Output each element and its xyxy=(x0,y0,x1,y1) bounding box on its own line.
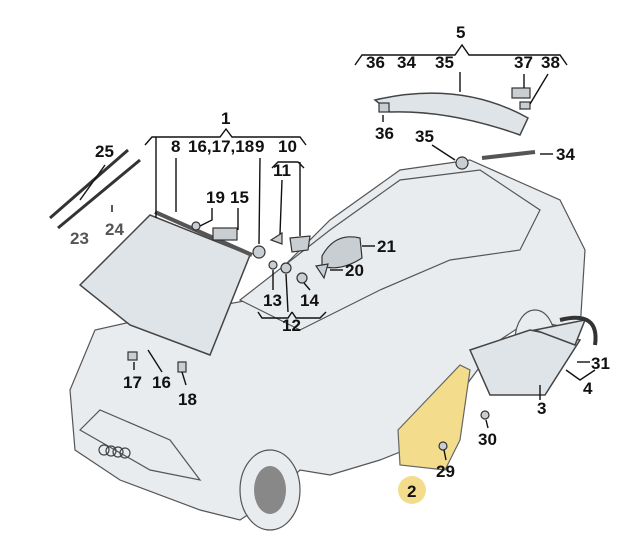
ring-9 xyxy=(252,245,266,259)
label-14: 14 xyxy=(300,291,319,310)
buffer-35 xyxy=(455,156,469,170)
label-10: 10 xyxy=(278,137,297,156)
cover-15 xyxy=(212,227,238,241)
clip-18 xyxy=(177,361,187,373)
connector-37 xyxy=(511,87,531,99)
label-35: 35 xyxy=(435,53,454,72)
label-15: 15 xyxy=(230,188,249,207)
part-13 xyxy=(268,260,278,270)
label-11: 11 xyxy=(273,161,291,180)
front-door-window-2 xyxy=(397,364,471,471)
label-12: 12 xyxy=(282,316,301,335)
a-pillar-trim xyxy=(49,148,141,230)
screw-19 xyxy=(191,221,201,231)
part-20 xyxy=(314,263,329,280)
sensor-10 xyxy=(289,235,311,253)
audi-rings xyxy=(98,444,131,459)
label-17: 17 xyxy=(123,373,142,392)
label-2: 2 xyxy=(407,482,416,501)
label-3: 3 xyxy=(537,399,546,418)
bolt-29 xyxy=(438,441,448,451)
label-20: 20 xyxy=(345,261,364,280)
highlight-circle-2 xyxy=(398,476,426,504)
windshield-seal xyxy=(154,210,253,257)
label-31: 31 xyxy=(591,354,610,373)
label-30: 30 xyxy=(478,430,497,449)
label-4: 4 xyxy=(583,379,593,398)
sensor-11 xyxy=(269,231,283,245)
label-29: 29 xyxy=(436,462,455,481)
clip-17 xyxy=(127,351,138,361)
label-9: 9 xyxy=(255,137,264,156)
label-24: 24 xyxy=(105,220,124,239)
label-34-part: 34 xyxy=(556,145,575,164)
rear-window-glass xyxy=(373,92,529,136)
label-5: 5 xyxy=(456,23,465,42)
rear-window-strip xyxy=(481,150,536,160)
windshield-glass xyxy=(78,214,251,356)
quarter-window-4 xyxy=(532,318,587,346)
label-16-17-18: 16,17,18 xyxy=(188,137,254,156)
label-35-part: 35 xyxy=(415,127,434,146)
clip-38 xyxy=(519,101,531,110)
label-8: 8 xyxy=(171,137,180,156)
label-36: 36 xyxy=(366,53,385,72)
label-16: 16 xyxy=(152,373,171,392)
label-37: 37 xyxy=(514,53,533,72)
bolt-30 xyxy=(480,410,490,420)
label-19: 19 xyxy=(206,188,225,207)
clip-14 xyxy=(296,272,308,284)
label-25: 25 xyxy=(95,142,114,161)
label-36-part: 36 xyxy=(375,124,394,143)
label-13: 13 xyxy=(263,291,282,310)
part-12 xyxy=(280,262,292,274)
label-38: 38 xyxy=(541,53,560,72)
rear-side-window-3 xyxy=(468,329,582,396)
label-34: 34 xyxy=(397,53,416,72)
leader-lines xyxy=(79,43,596,461)
label-23: 23 xyxy=(70,229,89,248)
mirror-cover-21 xyxy=(321,236,363,269)
label-1: 1 xyxy=(221,109,230,128)
bracket-36 xyxy=(378,102,390,113)
seal-31 xyxy=(559,315,598,346)
label-18: 18 xyxy=(178,390,197,409)
label-21: 21 xyxy=(377,237,396,256)
